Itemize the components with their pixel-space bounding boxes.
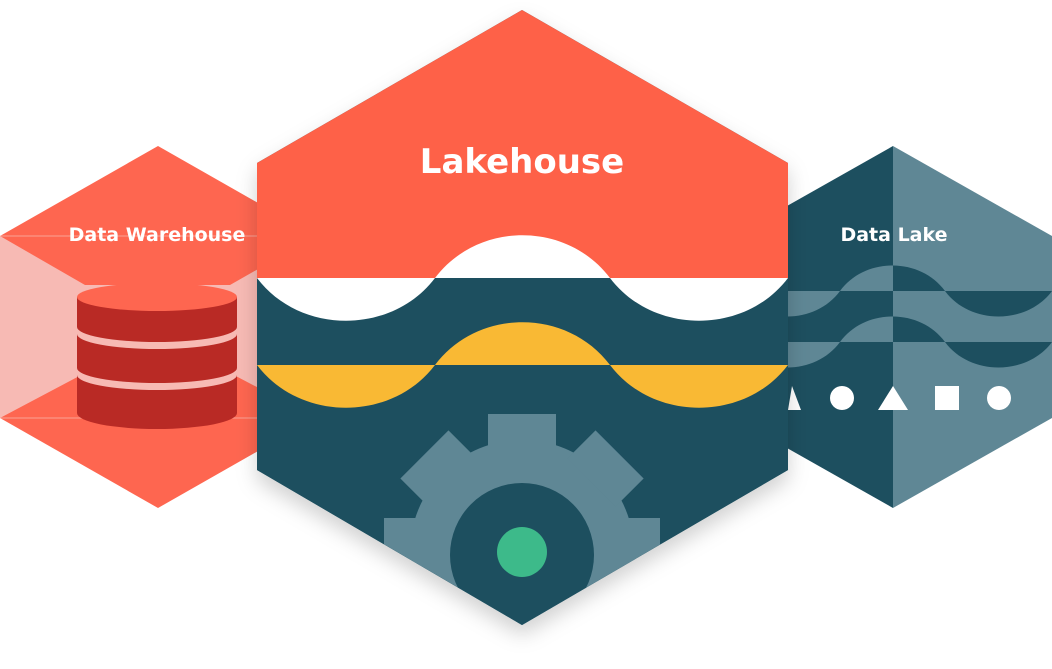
database-icon	[77, 283, 237, 429]
lakehouse-hexagon	[257, 10, 788, 625]
circle-icon	[987, 386, 1011, 410]
square-icon	[935, 386, 959, 410]
white-wave	[257, 235, 788, 321]
yellow-wave	[257, 322, 788, 408]
triangle-icon	[878, 386, 908, 410]
data-lake-label: Data Lake	[840, 224, 947, 246]
circle-icon	[830, 386, 854, 410]
data-warehouse-label: Data Warehouse	[69, 224, 246, 246]
triangle-icon	[788, 386, 801, 410]
wave-pattern	[735, 265, 1052, 368]
lakehouse-label: Lakehouse	[420, 142, 624, 182]
